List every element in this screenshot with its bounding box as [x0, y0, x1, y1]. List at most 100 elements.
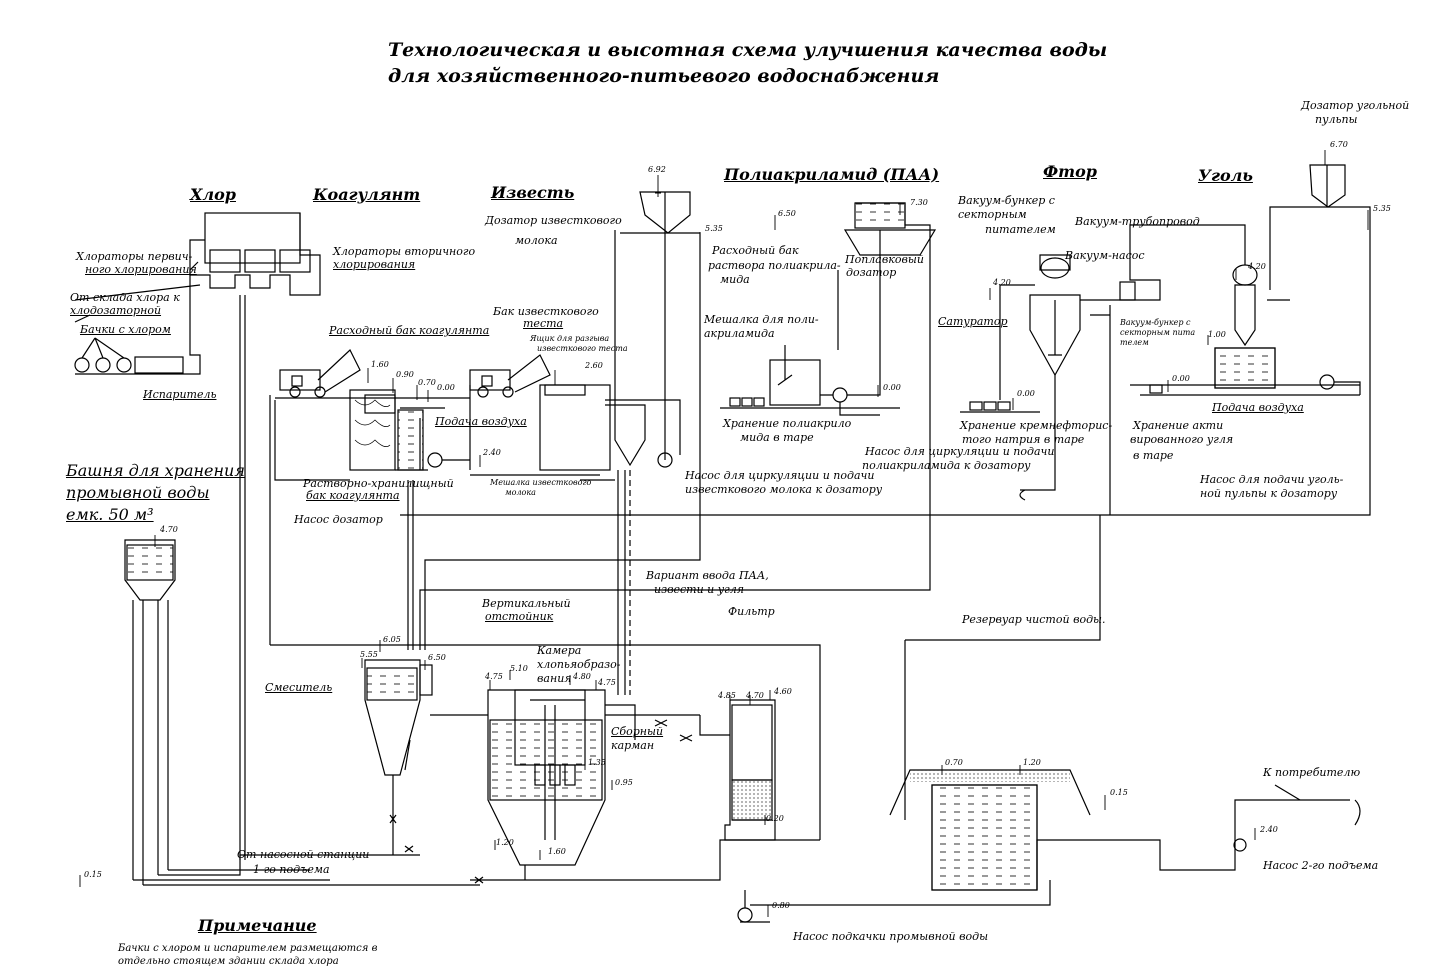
chlorine-tanks: [74, 261, 201, 375]
label-air-supply-coag: Подача воздуха: [435, 415, 527, 428]
note-text: Бачки с хлором и испарителем размещаются…: [118, 943, 378, 967]
label-paa-feed-tank-3: мида: [720, 273, 750, 286]
label-paa-variant-1: Вариант ввода ПАА,: [646, 569, 769, 582]
elevation-mark: 4.85: [718, 691, 736, 700]
elevation-mark: 5.55: [360, 650, 378, 659]
label-vacuum-hopper-1: Вакуум-бункер с: [958, 194, 1055, 207]
label-lime-pump-2: известкового молока к дозатору: [685, 483, 883, 496]
fluorine-equipment: [960, 224, 1246, 515]
label-vacuum-hopper-3: питателем: [985, 223, 1056, 236]
label-vertical-settler-1: Вертикальный: [482, 597, 571, 610]
label-wash-pump: Насос подкачки промывной воды: [793, 930, 989, 943]
label-chlorine-tanks: Бачки с хлором: [80, 323, 171, 336]
elevation-mark: 2.40: [483, 448, 501, 457]
label-float-doser-2: дозатор: [846, 266, 897, 279]
coal-equipment: [400, 164, 1371, 516]
heading-chlorine: Хлор: [190, 185, 236, 204]
label-lime-doser-1: Дозатор известкового: [485, 214, 622, 227]
label-to-consumer: К потребителю: [1263, 766, 1361, 779]
title-line-1: Технологическая и высотная схема улучшен…: [388, 39, 1108, 61]
elevation-mark: 4.70: [746, 691, 764, 700]
label-lime-mixer-1: Мешалка известкового: [490, 478, 592, 487]
elevation-mark: 4.70: [160, 525, 178, 534]
label-coal-storage-1: Хранение акти: [1133, 419, 1224, 432]
label-from-pump-station-2: 1-го подъема: [253, 863, 330, 876]
label-paa-feed-tank-1: Расходный бак: [712, 244, 799, 257]
label-dosing-pump: Насос дозатор: [294, 513, 383, 526]
elevation-mark: 1.00: [1208, 330, 1226, 339]
chlorinators-block: [189, 212, 321, 860]
clean-water-reservoir: [737, 769, 1361, 923]
heading-paa: Полиакриламид (ПАА): [724, 165, 940, 184]
label-dissolving-tank-1: Растворно-хранилищный: [303, 477, 454, 490]
label-chlorinators-primary-1: Хлораторы первич-: [76, 250, 193, 263]
elevation-mark: 1.20: [1023, 758, 1041, 767]
label-chlorinators-secondary-2: хлорирования: [333, 258, 416, 271]
filter: [724, 699, 776, 841]
main-piping: [270, 470, 1101, 840]
label-chlorinators-primary-2: ного хлорирования: [85, 263, 197, 276]
label-collecting-pocket-1: Сборный: [611, 725, 664, 738]
label-from-chlorine-store-2: хлодозаторной: [70, 304, 162, 317]
label-lime-dough-tank-1: Бак известкового: [493, 305, 599, 318]
coagulant-truck: [275, 349, 470, 399]
elevation-mark: 4.75: [598, 678, 616, 687]
elevation-mark: 0.70: [945, 758, 963, 767]
elevation-mark: 4.80: [573, 672, 591, 681]
elevation-mark: 0.15: [84, 870, 102, 879]
label-lime-box-2: известкового теста: [537, 344, 628, 353]
lime-tanks: [424, 230, 701, 650]
label-pump-second: Насос 2-го подъема: [1263, 859, 1379, 872]
elevation-mark: 2.60: [585, 361, 603, 370]
label-floc-chamber-2: хлопьяобразо-: [537, 658, 621, 671]
label-fluoro-storage-2: того натрия в таре: [962, 433, 1085, 446]
label-vertical-settler-2: отстойник: [485, 610, 554, 623]
label-coal-pump-2: ной пульпы к дозатору: [1200, 487, 1338, 500]
heading-coagulant: Коагулянт: [313, 185, 421, 204]
label-fluoro-storage-1: Хранение кремнефторис-: [960, 419, 1113, 432]
label-paa-variant-2: извести и угля: [654, 583, 744, 596]
wash-water-tower: [124, 539, 480, 886]
label-evaporator: Испаритель: [143, 388, 217, 401]
elevation-mark: 4.20: [1248, 262, 1266, 271]
elevation-ticks: [79, 150, 1369, 917]
label-mixer: Смеситель: [265, 681, 333, 694]
heading-lime: Известь: [491, 183, 575, 202]
label-from-pump-station-1: От насосной станции: [237, 848, 370, 861]
vertical-settler: [404, 689, 820, 884]
label-lime-box-1: Ящик для разгыва: [530, 334, 610, 343]
label-paa-pump-2: полиакриламида к дозатору: [862, 459, 1031, 472]
elevation-mark: 0.90: [396, 370, 414, 379]
label-air-supply-coal: Подача воздуха: [1212, 401, 1304, 414]
label-vacuum-hopper-2: секторным: [958, 208, 1027, 221]
elevation-mark: 2.40: [1260, 825, 1278, 834]
elevation-mark: 0.00: [1172, 374, 1190, 383]
elevation-mark: 6.50: [778, 209, 796, 218]
label-coal-pump-1: Насос для подачи уголь-: [1200, 473, 1344, 486]
label-clean-reservoir: Резервуар чистой воды.: [962, 613, 1106, 626]
elevation-mark: 5.10: [510, 664, 528, 673]
label-coal-doser-1: Дозатор угольной: [1301, 99, 1410, 112]
elevation-mark: 5.35: [1373, 204, 1391, 213]
label-floc-chamber-3: вания: [537, 672, 572, 685]
label-lime-pump-1: Насос для циркуляции и подачи: [685, 469, 875, 482]
elevation-mark: 6.70: [1330, 140, 1348, 149]
label-chlorinators-secondary-1: Хлораторы вторичного: [333, 245, 476, 258]
label-vacuum-hopper2-2: секторным пита: [1120, 328, 1196, 337]
elevation-mark: 0.00: [883, 383, 901, 392]
label-vacuum-hopper2-1: Вакуум-бункер с: [1120, 318, 1191, 327]
label-coag-feed-tank: Расходный бак коагулянта: [329, 324, 490, 337]
elevation-mark: 0.20: [766, 814, 784, 823]
elevation-mark: 1.20: [496, 838, 514, 847]
elevation-mark: 4.75: [485, 672, 503, 681]
label-vacuum-pump: Вакуум-насос: [1065, 249, 1145, 262]
label-coal-doser-2: пульпы: [1315, 113, 1358, 126]
coagulant-tanks: [269, 385, 471, 645]
label-tower-2: промывной воды: [66, 483, 210, 502]
elevation-mark: 0.15: [1110, 788, 1128, 797]
elevation-mark: 0.95: [615, 778, 633, 787]
label-float-doser-1: Поплавковый: [845, 253, 924, 266]
elevation-mark: 4.60: [774, 687, 792, 696]
elevation-mark: 1.35: [588, 758, 606, 767]
